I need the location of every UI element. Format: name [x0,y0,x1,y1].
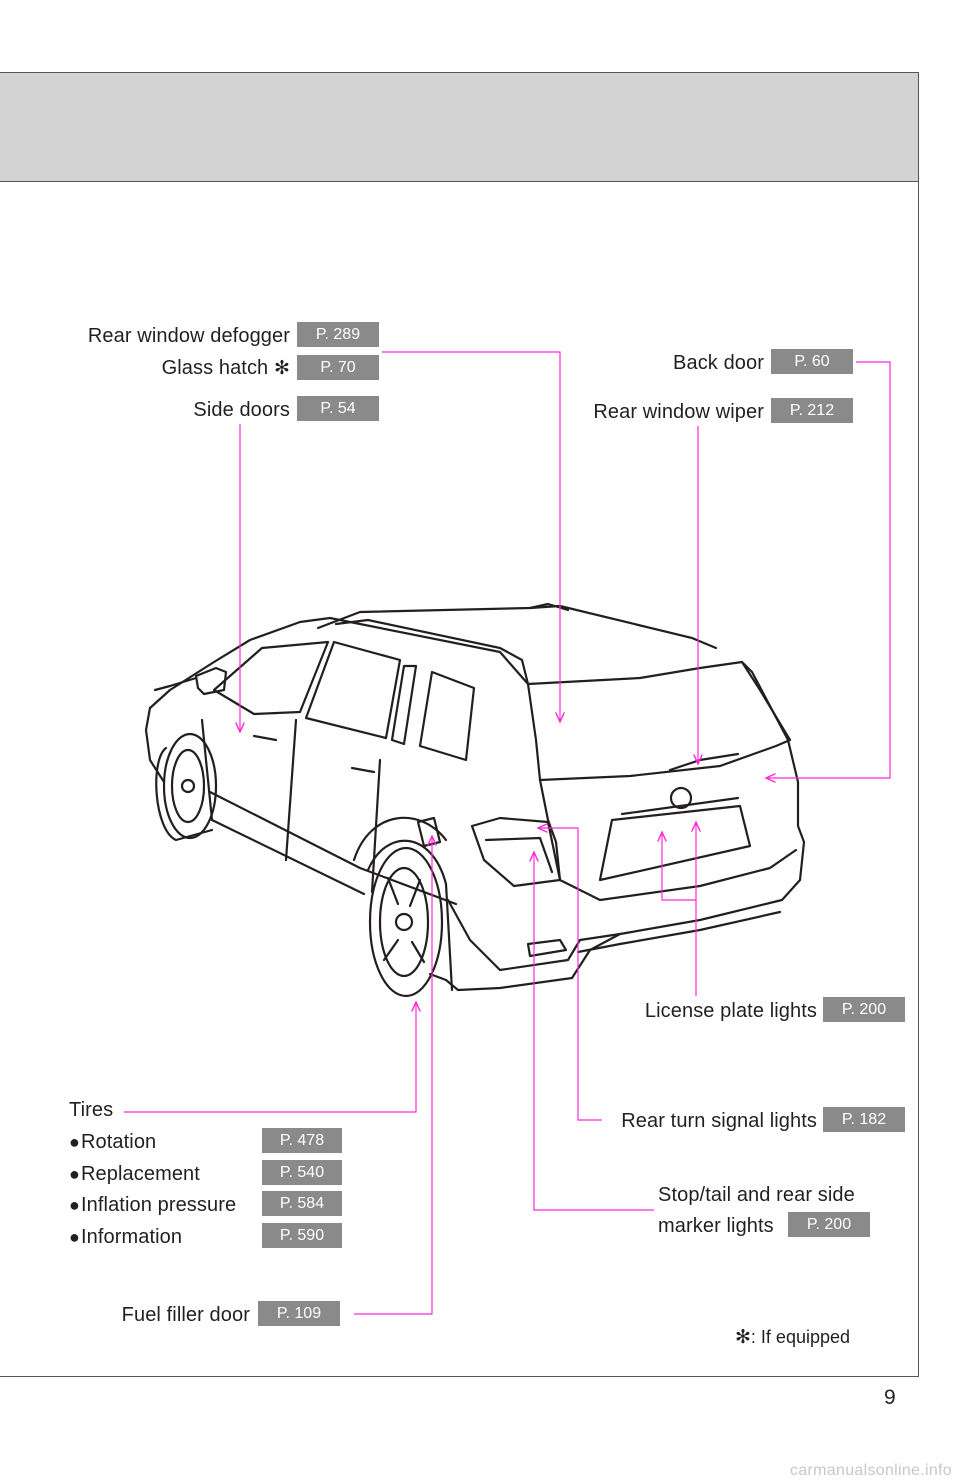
label-side-doors: Side doors [193,398,290,422]
suv-drawing [146,604,804,996]
label-rear-window-wiper: Rear window wiper [593,400,764,424]
footnote: ✻: If equipped [735,1326,850,1349]
page-ref-glass-hatch[interactable]: P. 70 [297,355,379,380]
page-number: 9 [884,1386,896,1410]
page-ref-license-plate-lights[interactable]: P. 200 [823,997,905,1022]
bullet-icon: ● [69,1195,80,1215]
label-glass-hatch: Glass hatch ✻ [162,356,290,381]
tires-item-information: ●Information [69,1225,182,1249]
label-stop-tail-line2: marker lights [658,1214,774,1238]
asterisk-icon: ✻ [735,1327,751,1348]
label-stop-tail-line1: Stop/tail and rear side [658,1183,855,1207]
page-ref-rear-turn-signal-lights[interactable]: P. 182 [823,1107,905,1132]
page-ref-back-door[interactable]: P. 60 [771,349,853,374]
page-ref-replacement[interactable]: P. 540 [262,1160,342,1185]
watermark: carmanualsonline.info [790,1462,952,1480]
tires-item-replacement: ●Replacement [69,1162,200,1186]
page-ref-information[interactable]: P. 590 [262,1223,342,1248]
tires-item-inflation-pressure: ●Inflation pressure [69,1193,236,1217]
page-ref-side-doors[interactable]: P. 54 [297,396,379,421]
tires-title: Tires [69,1098,113,1122]
tires-item-rotation: ●Rotation [69,1130,156,1154]
bullet-icon: ● [69,1132,80,1152]
page-ref-inflation-pressure[interactable]: P. 584 [262,1191,342,1216]
label-rear-window-defogger: Rear window defogger [88,324,290,348]
page-ref-stop-tail[interactable]: P. 200 [788,1212,870,1237]
label-license-plate-lights: License plate lights [645,999,817,1023]
label-rear-turn-signal-lights: Rear turn signal lights [621,1109,817,1133]
label-back-door: Back door [673,351,764,375]
bullet-icon: ● [69,1164,80,1184]
asterisk-icon: ✻ [274,358,290,379]
page-ref-rear-window-wiper[interactable]: P. 212 [771,398,853,423]
page-ref-fuel-filler-door[interactable]: P. 109 [258,1301,340,1326]
page-ref-rotation[interactable]: P. 478 [262,1128,342,1153]
page-ref-rear-window-defogger[interactable]: P. 289 [297,322,379,347]
label-fuel-filler-door: Fuel filler door [122,1303,250,1327]
bullet-icon: ● [69,1227,80,1247]
